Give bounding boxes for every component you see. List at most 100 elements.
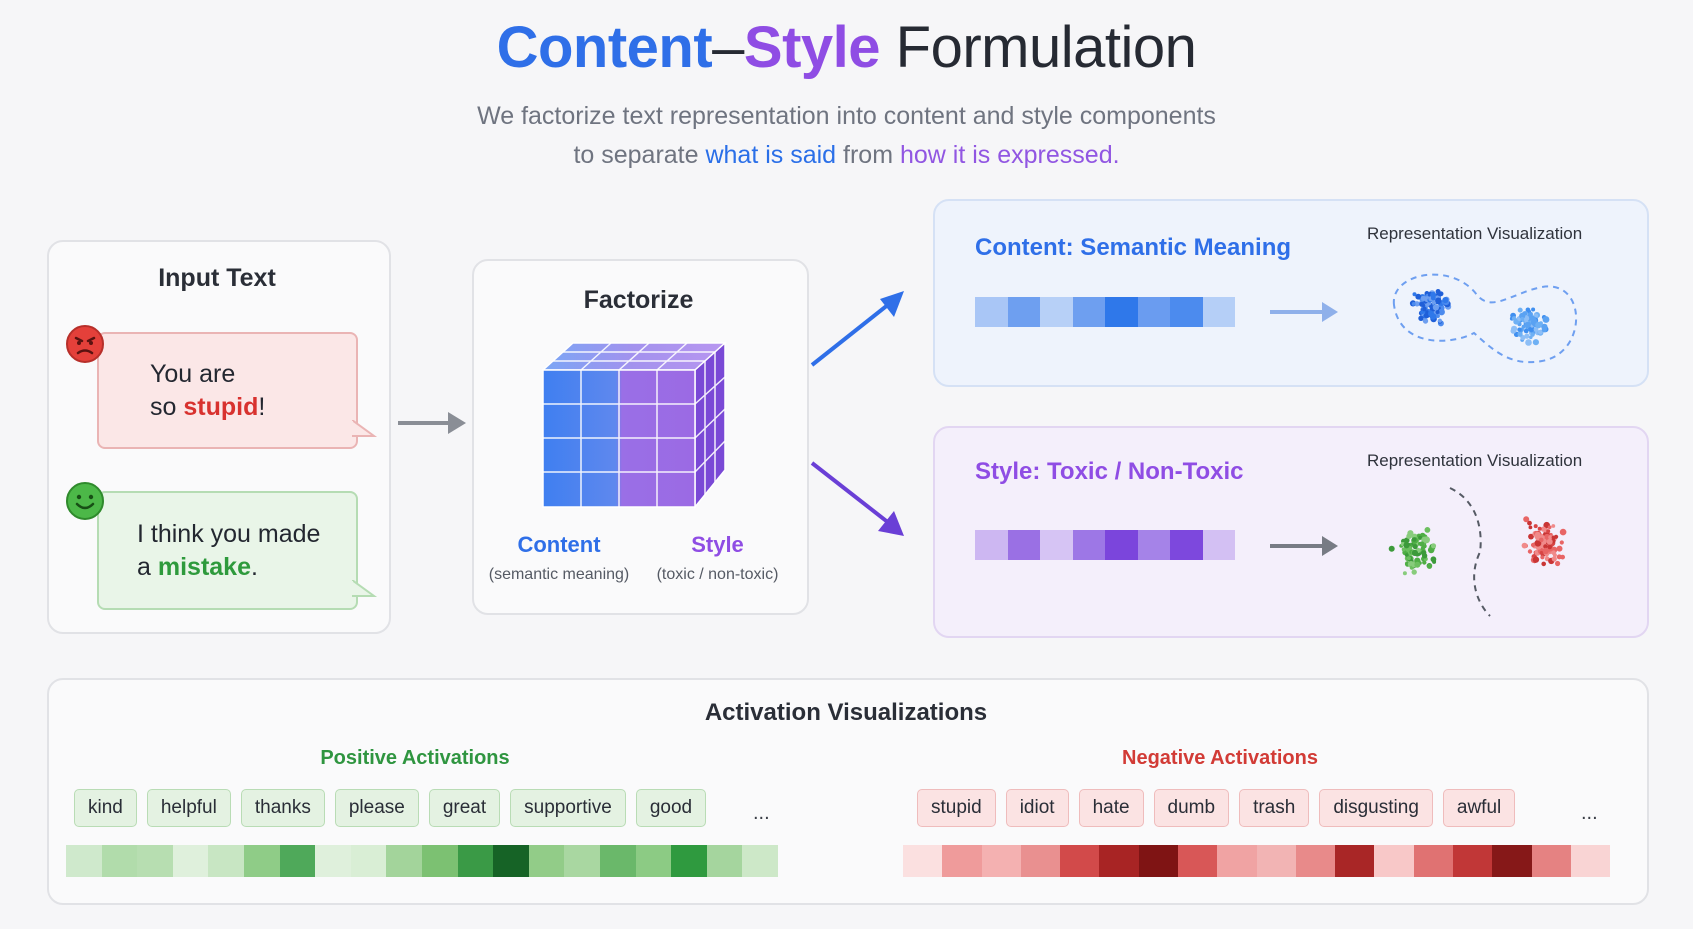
title-dash: – [712, 15, 744, 80]
content-point [1541, 323, 1548, 331]
polite-text: . [250, 553, 258, 581]
content-point [1517, 327, 1522, 332]
positive-heat-cell [421, 845, 458, 877]
negative-word-chip: awful [1442, 789, 1516, 827]
negative-heat-cell [1177, 845, 1218, 877]
style-point [1551, 535, 1556, 540]
style-point [1539, 537, 1544, 543]
content-arrow-icon [1270, 302, 1338, 322]
mistake-word: mistake [157, 553, 251, 581]
content-point [1440, 305, 1445, 310]
negative-heat-cell [1374, 845, 1414, 877]
style-point [1406, 533, 1412, 539]
positive-heat-cell [742, 845, 778, 877]
style-point [1419, 541, 1425, 547]
style-point [1523, 516, 1530, 523]
positive-heat-cell [493, 845, 529, 877]
style-point [1547, 544, 1552, 550]
content-point [1517, 307, 1523, 313]
content-point [1538, 329, 1543, 335]
content-point [1411, 302, 1416, 306]
positive-heat-cell [671, 845, 707, 877]
style-point [1412, 543, 1418, 550]
content-point [1437, 292, 1442, 297]
content-point [1429, 313, 1437, 320]
positive-heat-cell [279, 845, 316, 877]
style-point [1404, 553, 1409, 557]
content-point [1430, 295, 1436, 301]
title-content-word: Content [496, 15, 713, 80]
positive-heat-cell [172, 845, 209, 877]
negative-heat-cell [981, 845, 1021, 877]
content-point [1437, 318, 1442, 323]
smiling-face-icon [66, 482, 104, 520]
content-representation-panel [933, 199, 1649, 387]
toxic-line-1: You are [150, 360, 236, 388]
factorized-cube-icon [541, 341, 727, 510]
negative-word-chip: dumb [1153, 789, 1230, 827]
subtitle-text: to separate [573, 141, 706, 169]
negative-word-chip: hate [1078, 789, 1144, 827]
positive-heat-cell [315, 845, 351, 877]
positive-word-chip: great [428, 789, 501, 827]
positive-heat-cell [635, 845, 672, 877]
negative-activation-heatmap [903, 845, 1611, 877]
style-point [1430, 543, 1437, 549]
style-sublabel: (toxic / non-toxic) [656, 566, 779, 583]
positive-heat-cell [528, 845, 565, 877]
positive-heat-cell [457, 845, 494, 877]
negative-word-chip: stupid [917, 789, 996, 827]
style-point [1406, 556, 1411, 561]
positive-word-chip: supportive [510, 789, 626, 827]
polite-text: a [137, 553, 158, 581]
negative-heat-cell [1570, 845, 1611, 877]
subtitle-how-expressed: how it is expressed [900, 141, 1113, 169]
style-strip-cell [975, 530, 1008, 560]
style-point [1411, 537, 1417, 542]
content-point [1415, 293, 1422, 300]
arrow-to-style-icon [810, 461, 904, 536]
positive-heat-cell [386, 845, 422, 877]
factorize-title: Factorize [583, 286, 694, 314]
negative-heat-cell [1099, 845, 1139, 877]
style-point [1388, 545, 1395, 552]
style-point [1528, 533, 1534, 540]
activations-title: Activation Visualizations [704, 699, 988, 726]
style-point [1421, 553, 1428, 559]
content-point [1435, 314, 1440, 318]
style-point [1560, 554, 1565, 560]
toxic-word: stupid [183, 393, 259, 421]
style-point [1551, 550, 1556, 555]
angry-face-icon [66, 325, 104, 363]
content-point [1419, 301, 1425, 307]
content-strip-cell [975, 297, 1008, 327]
page-title: Content–Style Formulation [0, 14, 1693, 81]
subtitle-period: . [1112, 141, 1120, 169]
content-point [1412, 292, 1417, 297]
content-viz-label: Representation Visualization [1367, 224, 1583, 243]
toxic-bubble-tail [352, 420, 378, 437]
content-sublabel: (semantic meaning) [488, 566, 630, 583]
style-point [1548, 535, 1553, 540]
positive-heat-cell [101, 845, 138, 877]
content-strip-cell [1105, 297, 1138, 327]
content-panel-title: Content: Semantic Meaning [975, 234, 1292, 261]
style-point [1532, 556, 1540, 563]
style-point [1546, 529, 1551, 534]
negative-heat-cell [942, 845, 982, 877]
negative-heat-cell [1020, 845, 1061, 877]
style-point [1551, 524, 1556, 528]
content-cluster-plot [1392, 273, 1577, 364]
style-point [1414, 557, 1421, 564]
style-point [1559, 528, 1567, 536]
content-point [1535, 321, 1542, 329]
polite-line-2: a mistake. [137, 551, 320, 584]
style-point [1411, 569, 1417, 575]
style-point [1543, 544, 1548, 549]
style-point [1540, 555, 1545, 560]
content-point [1442, 297, 1449, 304]
style-point [1559, 540, 1564, 545]
style-point [1403, 542, 1410, 549]
